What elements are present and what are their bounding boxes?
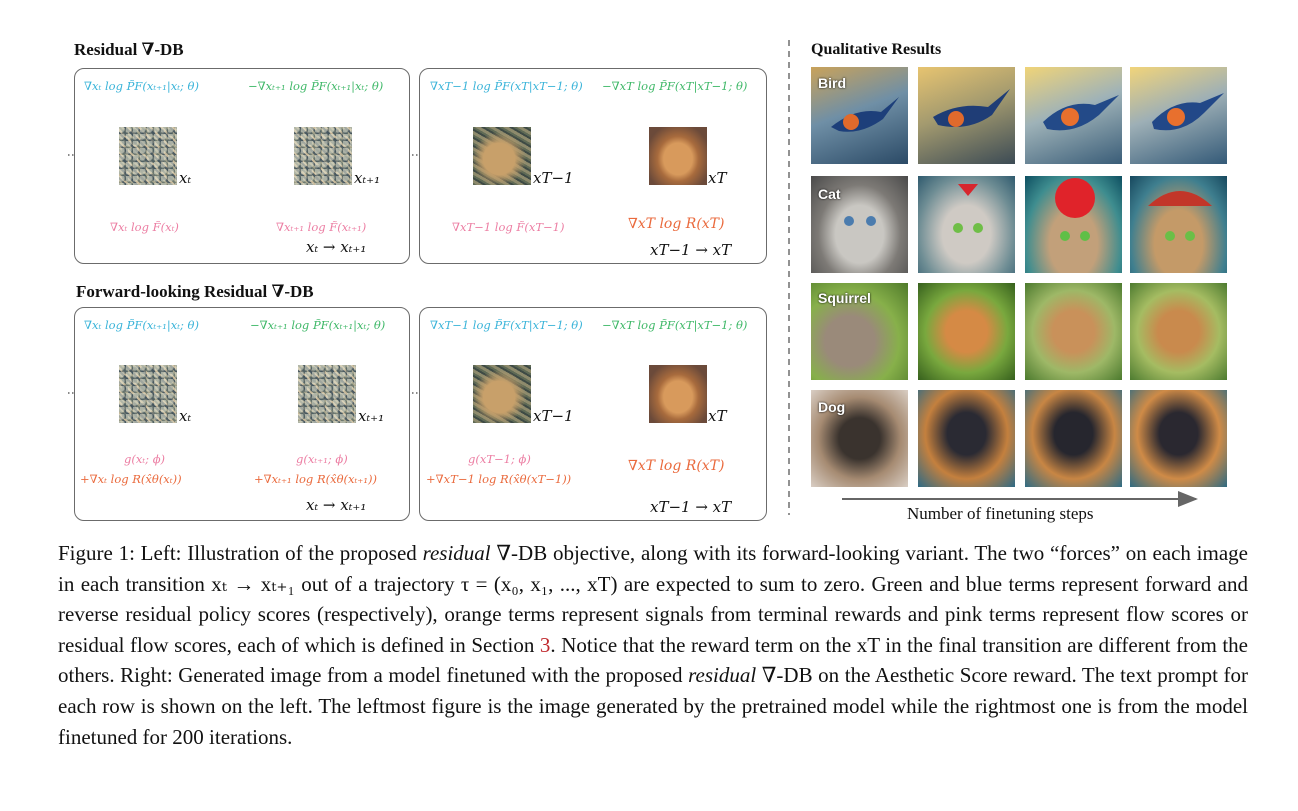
image-xT-b [649, 365, 707, 423]
label-xt1: xₜ₊₁ [354, 169, 381, 187]
formula-reverse-score-T: −∇xT log P̃F(xT|xT−1; θ) [602, 79, 748, 93]
label-xt-b: xₜ [179, 407, 192, 425]
image-squirrel-2 [918, 283, 1015, 380]
image-dog-3 [1025, 390, 1122, 487]
panel-residual-right [419, 68, 767, 264]
row-label-cat: Cat [818, 186, 841, 202]
label-xT: xT [708, 169, 727, 187]
formula-flow-score: ∇xₜ log F̃(xₜ) [110, 220, 179, 234]
image-dog-4 [1130, 390, 1227, 487]
label-xt: xₜ [179, 169, 192, 187]
formula-flow-score-T-1: ∇xT−1 log F̃(xT−1) [452, 220, 565, 234]
label-xt1-b: xₜ₊₁ [358, 407, 385, 425]
image-noisy-xt-b [119, 365, 177, 423]
image-xT-1-b [473, 365, 531, 423]
qualitative-title: Qualitative Results [811, 41, 942, 58]
formula-reward-xt1: +∇xₜ₊₁ log R(x̂θ(xₜ₊₁)) [254, 472, 377, 486]
image-squirrel-3 [1025, 283, 1122, 380]
transition-label: xₜ → xₜ₊₁ [306, 238, 367, 256]
row-label-bird: Bird [818, 75, 846, 91]
image-dog-1 [811, 390, 908, 487]
finetuning-arrow [842, 491, 1198, 507]
image-squirrel-4 [1130, 283, 1227, 380]
formula-reward-xT-1: +∇xT−1 log R(x̂θ(xT−1)) [426, 472, 572, 486]
image-noisy-xt1-b [298, 365, 356, 423]
image-xT [649, 127, 707, 185]
image-cat-1 [811, 176, 908, 273]
image-bird-1 [811, 67, 908, 164]
image-cat-4 [1130, 176, 1227, 273]
formula-reward-xt: +∇xₜ log R(x̂θ(xₜ)) [80, 472, 182, 486]
forward-looking-title: Forward-looking Residual ∇-DB [76, 282, 314, 301]
transition-label-bT: xT−1 → xT [650, 498, 732, 516]
formula-g-xt: g(xₜ; ϕ) [124, 452, 166, 466]
label-xT-b: xT [708, 407, 727, 425]
formula-forward-score-b: ∇xₜ log P̃F(xₜ₊₁|xₜ; θ) [84, 318, 199, 332]
label-xT-1: xT−1 [533, 169, 574, 187]
residual-db-title: Residual ∇-DB [74, 40, 184, 59]
row-label-dog: Dog [818, 399, 846, 415]
axis-label-finetuning: Number of finetuning steps [907, 504, 1094, 523]
image-dog-2 [918, 390, 1015, 487]
formula-reverse-score: −∇xₜ₊₁ log P̃F(xₜ₊₁|xₜ; θ) [248, 79, 384, 93]
image-noisy-xt1 [294, 127, 352, 185]
formula-flow-score-next: ∇xₜ₊₁ log F̃(xₜ₊₁) [276, 220, 367, 234]
image-cat-3 [1025, 176, 1122, 273]
image-squirrel-1 [811, 283, 908, 380]
row-label-squirrel: Squirrel [818, 290, 871, 306]
image-cat-2 [918, 176, 1015, 273]
image-bird-3 [1025, 67, 1122, 164]
image-bird-2 [918, 67, 1015, 164]
image-bird-4 [1130, 67, 1227, 164]
image-noisy-xt [119, 127, 177, 185]
formula-forward-score: ∇xₜ log P̃F(xₜ₊₁|xₜ; θ) [84, 79, 199, 93]
transition-label-b: xₜ → xₜ₊₁ [306, 496, 367, 514]
formula-forward-score-bT: ∇xT−1 log P̃F(xT|xT−1; θ) [430, 318, 583, 332]
transition-label-T: xT−1 → xT [650, 241, 732, 259]
formula-g-xT-1: g(xT−1; ϕ) [468, 452, 531, 466]
label-xT-1-b: xT−1 [533, 407, 574, 425]
formula-reverse-score-bT: −∇xT log P̃F(xT|xT−1; θ) [602, 318, 748, 332]
formula-g-xt1: g(xₜ₊₁; ϕ) [296, 452, 348, 466]
formula-forward-score-T: ∇xT−1 log P̃F(xT|xT−1; θ) [430, 79, 583, 93]
figure-caption: Figure 1: Left: Illustration of the prop… [58, 541, 1249, 749]
image-xT-1 [473, 127, 531, 185]
formula-reward-xT: ∇xT log R(xT) [628, 458, 725, 474]
formula-reward-score: ∇xT log R(xT) [628, 216, 725, 232]
formula-reverse-score-b: −∇xₜ₊₁ log P̃F(xₜ₊₁|xₜ; θ) [250, 318, 386, 332]
